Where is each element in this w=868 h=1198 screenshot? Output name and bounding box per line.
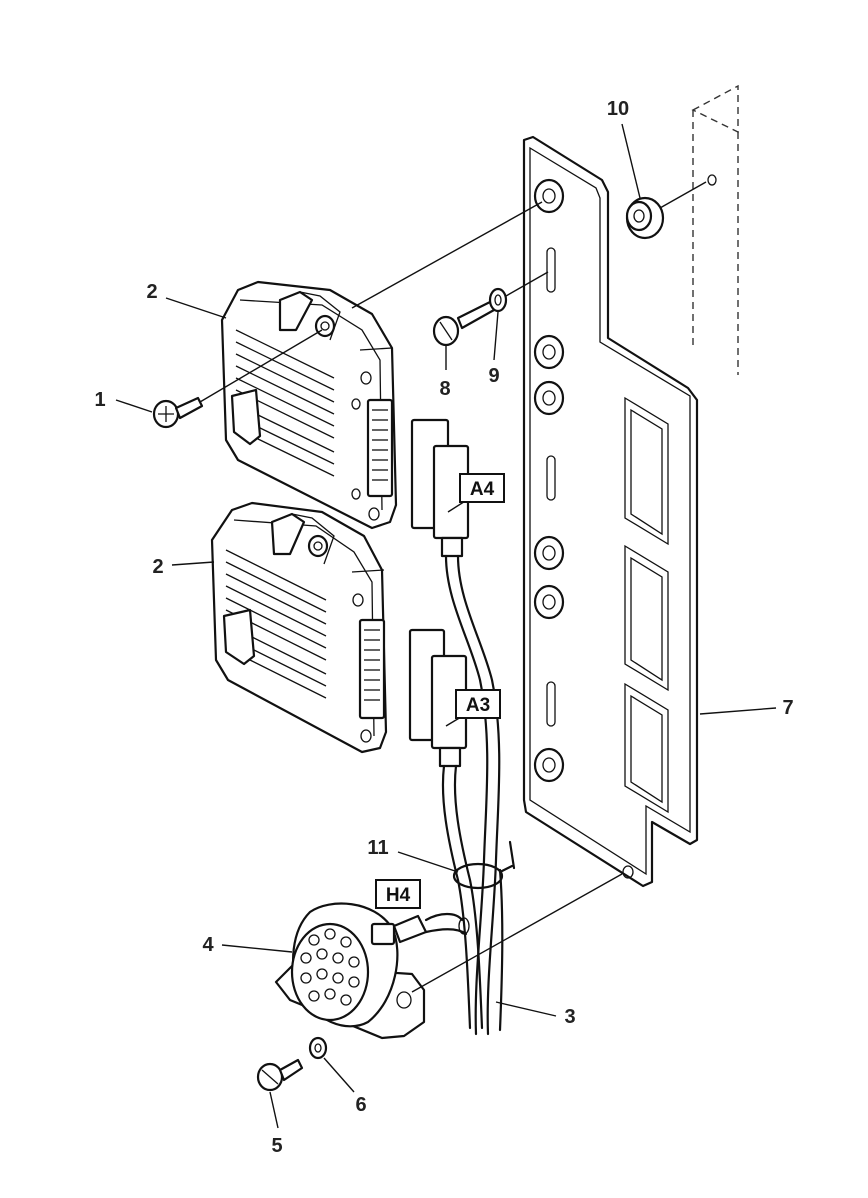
connector-tag-a3: A3 [455, 689, 501, 719]
plate-holes [533, 178, 634, 879]
buzzer-washer [308, 1036, 328, 1060]
buzzer [274, 902, 470, 1040]
connector-tag-h4-label: H4 [386, 885, 411, 906]
callout-2-upper: 2 [146, 281, 157, 303]
connector-tag-h4: H4 [375, 879, 421, 909]
callout-9: 9 [488, 365, 499, 387]
callout-2-lower: 2 [152, 556, 163, 578]
callout-4: 4 [202, 934, 214, 956]
callout-1: 1 [94, 389, 105, 411]
connector-tag-a4-label: A4 [470, 479, 495, 500]
cable-harness [408, 418, 516, 1036]
washer [488, 271, 549, 313]
buzzer-bolt [256, 1058, 304, 1092]
module-to-plate-line [351, 201, 543, 309]
screw [152, 396, 204, 429]
callout-3: 3 [564, 1006, 575, 1028]
connector-tag-a3-label: A3 [466, 695, 490, 716]
callout-6: 6 [355, 1094, 366, 1116]
callout-10: 10 [607, 98, 629, 120]
callout-leaders [115, 123, 777, 1129]
control-module-upper [220, 280, 398, 530]
buzzer-to-plate-line [411, 873, 623, 993]
callout-11: 11 [367, 837, 388, 859]
callout-7: 7 [782, 697, 793, 719]
callout-5: 5 [271, 1135, 282, 1157]
control-module-lower [210, 501, 388, 754]
callout-8: 8 [439, 378, 450, 400]
mounting-plate [522, 135, 699, 888]
cable-tie [452, 862, 514, 890]
screw-axis-line [199, 329, 323, 403]
spacer-nut [625, 181, 707, 240]
bolt [432, 300, 496, 347]
connector-tag-a4: A4 [459, 473, 505, 503]
vehicle-frame-outline [691, 84, 739, 375]
